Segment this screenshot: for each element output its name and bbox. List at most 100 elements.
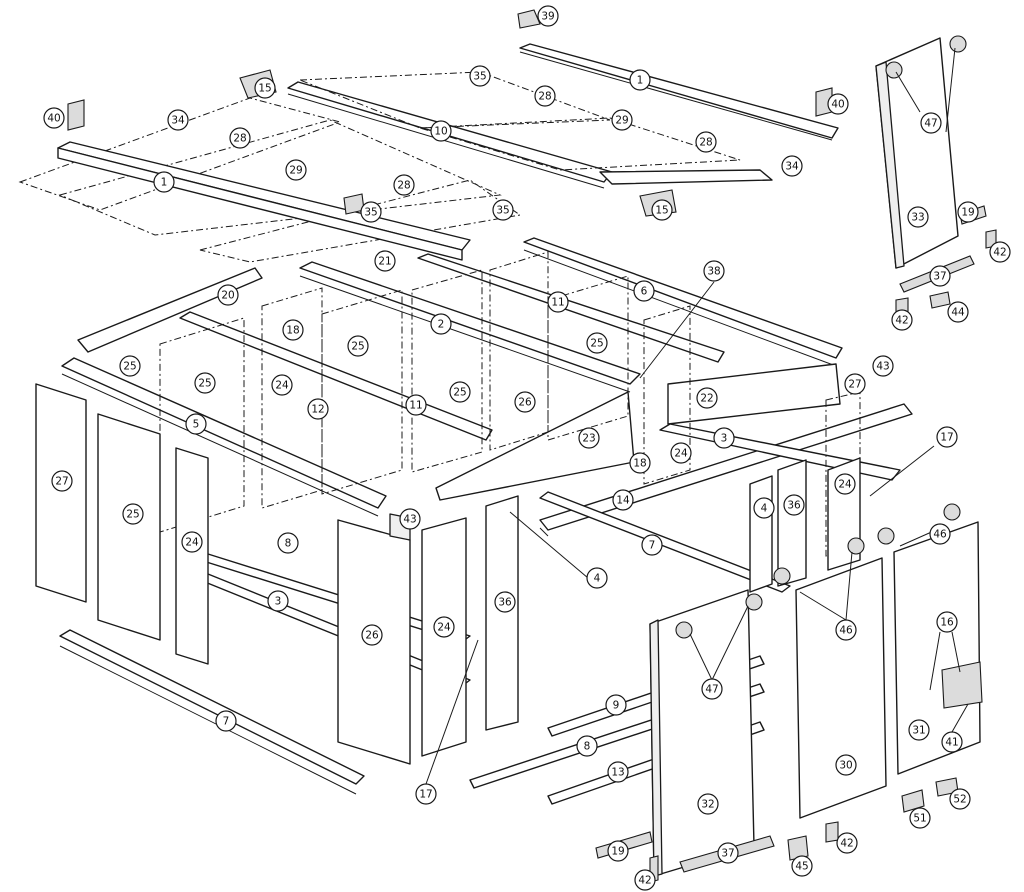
door-panel-32	[649, 589, 755, 877]
callout-19: 19	[607, 840, 629, 862]
floor-rail-7-left	[59, 629, 365, 785]
callout-number: 18	[633, 458, 646, 470]
wall-panel-27-left	[35, 383, 87, 603]
callout-26: 26	[361, 624, 383, 646]
callout-number: 29	[289, 165, 302, 177]
callout-21: 21	[374, 250, 396, 272]
callout-1: 1	[629, 69, 651, 91]
callout-circle	[929, 523, 951, 545]
callout-circle	[494, 591, 516, 613]
callout-number: 19	[611, 846, 624, 858]
callout-37: 37	[717, 842, 739, 864]
callout-52: 52	[949, 788, 971, 810]
callout-circle	[215, 710, 237, 732]
callout-number: 26	[365, 630, 379, 642]
callout-24: 24	[670, 442, 692, 464]
callout-40: 40	[43, 107, 65, 129]
callout-number: 28	[397, 180, 410, 192]
callout-8: 8	[277, 532, 299, 554]
callout-16: 16	[936, 611, 958, 633]
leader-lines	[425, 47, 969, 785]
callout-number: 37	[721, 848, 734, 860]
callout-32: 32	[697, 793, 719, 815]
callout-43: 43	[399, 508, 421, 530]
callout-22: 22	[696, 387, 718, 409]
callout-29: 29	[611, 109, 633, 131]
callout-28: 28	[393, 174, 415, 196]
callout-number: 25	[126, 509, 139, 521]
callout-number: 3	[721, 433, 728, 445]
callout-42: 42	[634, 869, 656, 891]
callout-28: 28	[534, 85, 556, 107]
callout-circle	[633, 280, 655, 302]
callout-number: 30	[839, 760, 852, 772]
callout-circle	[791, 855, 813, 877]
callout-circle	[181, 531, 203, 553]
callout-10: 10	[430, 120, 452, 142]
callout-number: 42	[895, 315, 908, 327]
callout-circle	[578, 427, 600, 449]
callout-number: 2	[438, 319, 445, 331]
callout-26: 26	[514, 391, 536, 413]
callout-47: 47	[701, 678, 723, 700]
callout-number: 8	[285, 538, 292, 550]
callout-39: 39	[537, 5, 559, 27]
callout-number: 25	[453, 387, 466, 399]
callout-number: 16	[940, 617, 954, 629]
callout-circle	[713, 427, 735, 449]
callout-circle	[433, 616, 455, 638]
callout-circle	[941, 731, 963, 753]
callout-11: 11	[547, 291, 569, 313]
wall-panel-25-left	[97, 413, 161, 641]
callout-17: 17	[415, 783, 437, 805]
callout-40: 40	[827, 93, 849, 115]
callout-35: 35	[360, 201, 382, 223]
callout-6: 6	[633, 280, 655, 302]
callout-number: 24	[275, 380, 289, 392]
callout-number: 47	[705, 684, 718, 696]
callout-number: 42	[638, 875, 651, 887]
callout-circle	[469, 65, 491, 87]
callout-circle	[217, 284, 239, 306]
callout-34: 34	[781, 155, 803, 177]
callout-circle	[361, 624, 383, 646]
callout-circle	[119, 355, 141, 377]
callout-circle	[51, 470, 73, 492]
callout-25: 25	[194, 372, 216, 394]
callout-number: 12	[311, 404, 324, 416]
callout-circle	[611, 109, 633, 131]
callout-number: 24	[437, 622, 451, 634]
callout-number: 19	[961, 207, 974, 219]
callout-18: 18	[629, 452, 651, 474]
ridge-beam-right	[519, 43, 839, 139]
callout-circle	[629, 69, 651, 91]
callout-number: 7	[223, 716, 230, 728]
callout-circle	[947, 301, 969, 323]
callout-44: 44	[947, 301, 969, 323]
callout-37: 37	[929, 265, 951, 287]
callout-number: 44	[951, 307, 965, 319]
callout-number: 28	[699, 137, 712, 149]
callout-circle	[651, 199, 673, 221]
bracket-39	[517, 9, 541, 29]
callout-number: 10	[434, 126, 447, 138]
callout-4: 4	[753, 497, 775, 519]
callout-circle	[909, 807, 931, 829]
callout-number: 3	[275, 596, 282, 608]
callout-circle	[834, 473, 856, 495]
callout-number: 9	[613, 700, 620, 712]
callout-circle	[936, 426, 958, 448]
callout-35: 35	[469, 65, 491, 87]
callout-circle	[957, 201, 979, 223]
callout-35: 35	[492, 199, 514, 221]
callout-number: 45	[795, 861, 808, 873]
callout-circle	[695, 131, 717, 153]
callout-number: 40	[47, 113, 60, 125]
callout-circle	[122, 503, 144, 525]
callout-14: 14	[612, 489, 634, 511]
callout-20: 20	[217, 284, 239, 306]
callout-circle	[534, 85, 556, 107]
callout-9: 9	[605, 694, 627, 716]
callout-number: 6	[641, 286, 648, 298]
